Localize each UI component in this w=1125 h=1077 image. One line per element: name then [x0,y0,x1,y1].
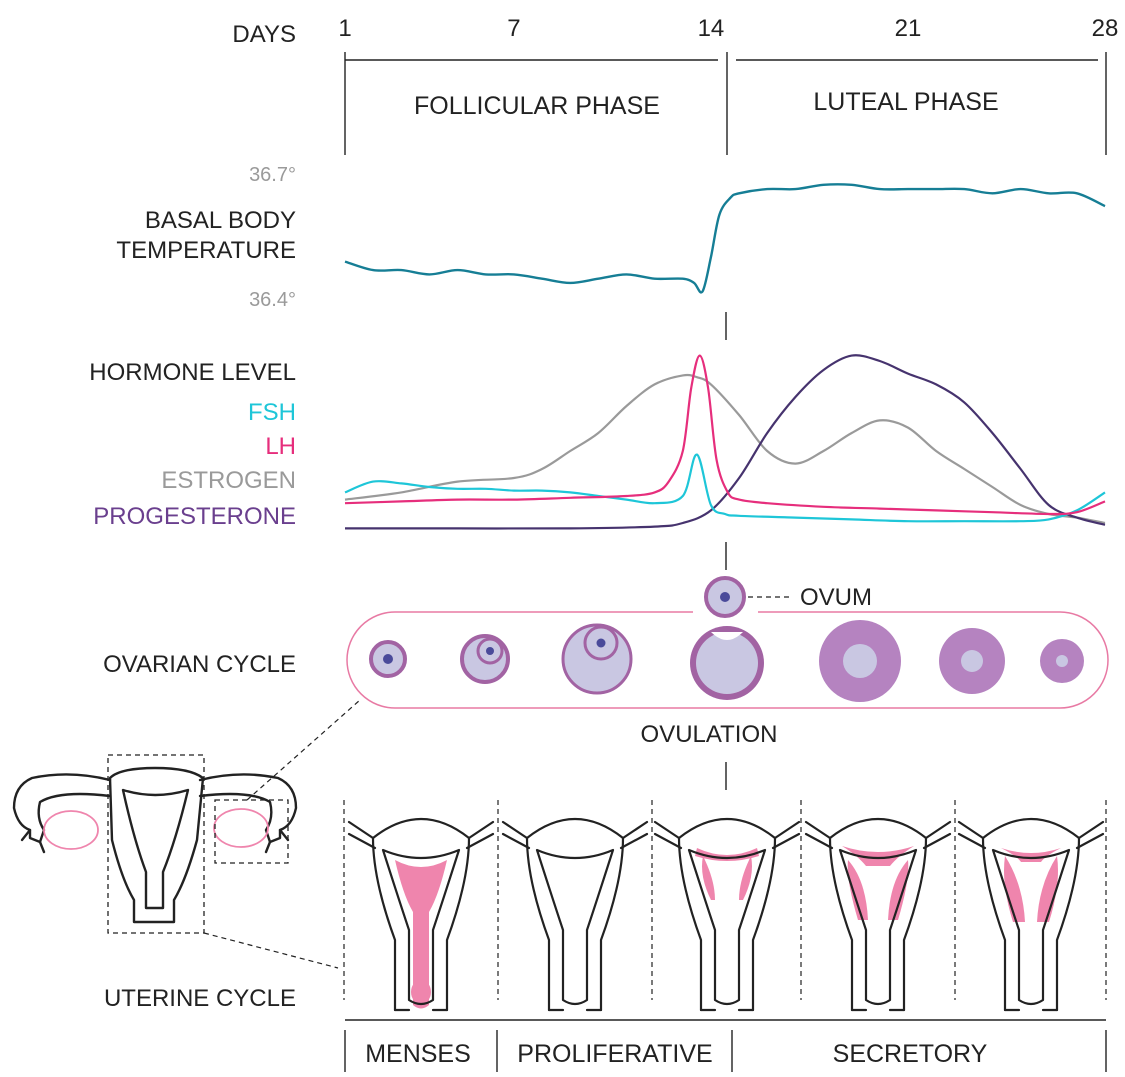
ovum-label: OVUM [800,584,872,611]
reference-ovary-left [44,811,98,849]
follicle-2 [462,636,508,682]
temperature-line [345,184,1105,292]
uterus-stage-2 [503,819,647,1010]
uterus-zoom-box [108,755,204,933]
day-tick-1: 1 [338,15,351,42]
follicle-3 [563,625,631,693]
follicular-phase-label: FOLLICULAR PHASE [414,92,660,120]
lh-line [345,356,1105,514]
legend-progesterone: PROGESTERONE [93,503,296,530]
progesterone-line [345,355,1105,528]
day-tick-28: 28 [1092,15,1119,42]
temperature-low-label: 36.4° [249,289,296,311]
uterine-cycle-label: UTERINE CYCLE [104,985,296,1012]
hormone-plot [345,355,1105,528]
menses-label: MENSES [365,1040,471,1068]
luteal-phase-label: LUTEAL PHASE [813,88,998,116]
ruptured-follicle [690,626,764,700]
legend-estrogen: ESTROGEN [161,467,296,494]
reference-ovary-right [214,809,268,847]
ovum-cell [706,578,744,616]
uterus-stage-3 [655,819,799,1010]
temperature-label-line2: TEMPERATURE [116,237,296,264]
legend-fsh: FSH [248,399,296,426]
ovulation-label: OVULATION [641,721,778,748]
day-tick-21: 21 [895,15,922,42]
hormone-level-title: HORMONE LEVEL [89,359,296,386]
day-tick-14: 14 [698,15,725,42]
corpus-luteum-2 [939,628,1005,694]
estrogen-line [345,375,1105,523]
corpus-luteum-1 [819,620,901,702]
temperature-plot [345,184,1105,292]
uterus-stage-1 [349,819,493,1010]
day-tick-labels: 1 7 14 21 28 [338,15,1118,42]
proliferative-label: PROLIFERATIVE [517,1040,712,1068]
ovarian-cycle-label: OVARIAN CYCLE [103,651,296,678]
uterine-stages [349,819,1103,1010]
uterus-stage-4 [806,819,950,1010]
days-label: DAYS [232,21,296,48]
corpus-albicans [1040,639,1084,683]
legend-lh: LH [265,433,296,460]
ovary-zoom-line [247,700,360,800]
follicle-1 [371,642,405,676]
secretory-label: SECRETORY [833,1040,988,1068]
uterus-zoom-line [204,933,338,968]
day-tick-7: 7 [507,15,520,42]
temperature-high-label: 36.7° [249,164,296,186]
ovary-zoom-box [215,800,288,863]
temperature-label-line1: BASAL BODY [145,207,296,234]
uterus-stage-5 [959,819,1103,1010]
